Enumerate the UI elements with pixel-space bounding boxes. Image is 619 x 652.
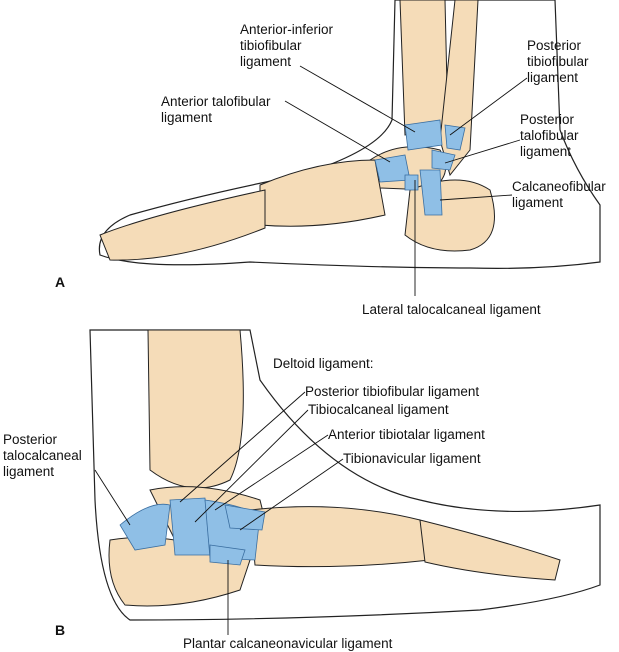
calcaneus-a bbox=[404, 179, 495, 252]
label-posterior-tibiofibular-ligament-b: Posterior tibiofibular ligament bbox=[305, 384, 480, 399]
label-line: ligament bbox=[3, 464, 55, 479]
label-calcaneofibular-ligament: Calcaneofibular ligament bbox=[512, 179, 606, 211]
label-line: Posterior bbox=[3, 432, 58, 447]
leader-lines-b bbox=[94, 391, 344, 635]
ligaments-b bbox=[119, 497, 266, 566]
panel-label-a: A bbox=[55, 274, 66, 290]
leader-lines-a bbox=[284, 65, 528, 296]
label-line: tibiofibular bbox=[240, 38, 302, 53]
label-line: Posterior bbox=[527, 38, 582, 53]
label-line: talocalcaneal bbox=[3, 448, 82, 463]
tibia-a bbox=[399, 0, 449, 136]
label-tibiocalcaneal-ligament: Tibiocalcaneal ligament bbox=[308, 402, 449, 417]
label-plantar-calcaneonavicular-ligament: Plantar calcaneonavicular ligament bbox=[183, 636, 393, 651]
label-tibionavicular-ligament: Tibionavicular ligament bbox=[343, 451, 481, 466]
label-line: Posterior bbox=[520, 112, 575, 127]
ligaments-a bbox=[374, 119, 466, 216]
label-posterior-talofibular-ligament: Posterior talofibular ligament bbox=[520, 112, 579, 160]
label-line: ligament bbox=[240, 54, 292, 69]
label-posterior-talocalcaneal-ligament: Posterior talocalcaneal ligament bbox=[3, 432, 82, 480]
label-lateral-talocalcaneal-ligament: Lateral talocalcaneal ligament bbox=[362, 302, 541, 317]
panel-label-b: B bbox=[55, 622, 66, 638]
label-line: ligament bbox=[512, 195, 564, 210]
label-line: ligament bbox=[161, 110, 213, 125]
label-line: Anterior talofibular bbox=[161, 94, 271, 109]
toes-a bbox=[99, 189, 266, 261]
label-posterior-tibiofibular-ligament-a: Posterior tibiofibular ligament bbox=[527, 38, 589, 86]
label-line: talofibular bbox=[520, 128, 579, 143]
label-line: ligament bbox=[527, 70, 579, 85]
label-line: Calcaneofibular bbox=[512, 179, 606, 194]
label-line: tibiofibular bbox=[527, 54, 589, 69]
midfoot-a bbox=[259, 159, 386, 227]
midfoot-b bbox=[249, 506, 431, 568]
label-anterior-talofibular-ligament: Anterior talofibular ligament bbox=[161, 94, 271, 126]
label-deltoid-heading: Deltoid ligament: bbox=[273, 356, 374, 371]
label-anterior-tibiotalar-ligament: Anterior tibiotalar ligament bbox=[328, 427, 485, 442]
forefoot-b bbox=[419, 519, 561, 581]
label-anterior-inferior-tibiofibular-ligament: Anterior-inferior tibiofibular ligament bbox=[240, 22, 333, 70]
tibia-b bbox=[147, 329, 244, 489]
label-line: Anterior-inferior bbox=[240, 22, 334, 37]
label-line: ligament bbox=[520, 144, 572, 159]
